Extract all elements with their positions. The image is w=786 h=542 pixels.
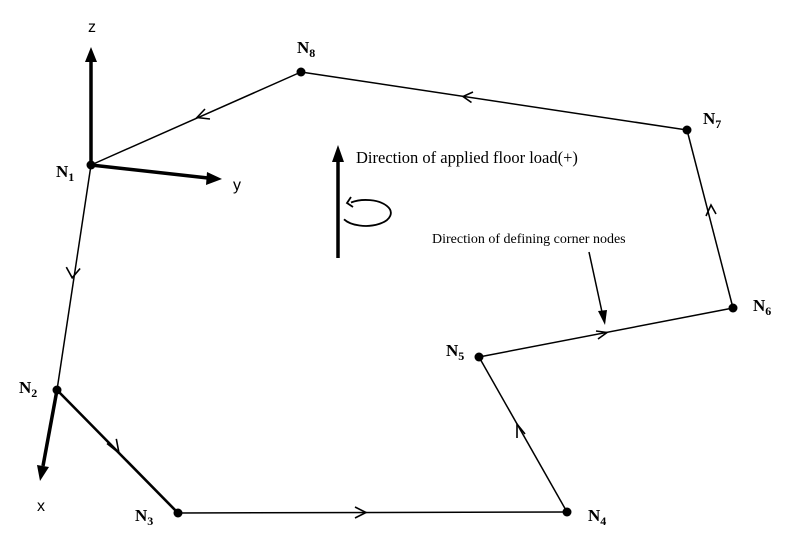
axis-y [90,163,222,185]
axis-x [37,389,59,481]
axis-y-shaft [90,163,209,180]
node-label-n1-sub: 1 [68,170,74,184]
node-label-n7-letter: N [703,109,716,128]
node-label-n1: N1 [56,162,74,184]
edge-n3-n4 [177,511,568,514]
axis-x-shaft [41,389,59,467]
callout-arrowhead [598,310,607,325]
node-dot-n4 [562,507,572,517]
node-dot-n6 [728,303,738,313]
arrowhead-n8-n1 [195,108,211,120]
node-label-n8-letter: N [297,38,310,57]
node-label-n3-letter: N [135,506,148,525]
arrowhead-n3-n4 [354,506,368,519]
polygon-edges [56,71,734,514]
node-dots [52,67,738,518]
node-label-n2: N2 [19,378,37,400]
edge-n4-n5 [478,356,568,513]
rotation-arc [343,199,392,227]
node-label-n4-sub: 4 [600,514,606,528]
node-dot-n3 [173,508,183,518]
node-labels: N1 N2 N3 N4 N5 N6 N7 N8 [19,38,771,528]
edge-n8-n1 [90,71,302,166]
corner-nodes-label: Direction of defining corner nodes [432,232,626,247]
arrowhead-n6-n7 [705,203,717,217]
direction-arrowheads [65,91,717,519]
node-label-n4-letter: N [588,506,601,525]
floor-load-arrow [332,145,344,258]
node-label-n2-sub: 2 [31,386,37,400]
node-label-n4: N4 [588,506,606,528]
node-label-n6-sub: 6 [765,304,771,318]
arrowhead-n2-n3 [106,438,121,455]
rotation-icon [343,196,392,227]
axis-y-arrowhead [206,172,222,185]
edge-n7-n8 [300,71,688,131]
node-label-n7-sub: 7 [715,117,721,131]
node-label-n2-letter: N [19,378,32,397]
arrowhead-n5-n6 [595,330,610,340]
arrowhead-n4-n5 [516,421,526,438]
node-label-n3-sub: 3 [147,514,153,528]
node-label-n7: N7 [703,109,721,131]
node-label-n5-sub: 5 [458,349,464,363]
edge-n1-n2 [56,164,92,391]
node-dot-n2 [52,385,62,395]
edge-n6-n7 [686,129,734,309]
node-label-n8-sub: 8 [309,46,315,60]
node-dot-n7 [682,125,692,135]
node-label-n5: N5 [446,341,464,363]
node-dot-n8 [296,67,306,77]
axis-z-arrowhead [85,47,97,62]
node-dot-n5 [474,352,484,362]
node-dot-n1 [86,160,96,170]
node-label-n6-letter: N [753,296,766,315]
floor-load-arrowhead [332,145,344,162]
node-label-n6: N6 [753,296,771,318]
floor-load-label: Direction of applied floor load(+) [356,148,578,167]
rotation-arrowhead [345,196,354,208]
node-label-n5-letter: N [446,341,459,360]
axis-y-label: y [233,177,241,194]
arrowhead-n7-n8 [461,91,474,104]
node-label-n1-letter: N [56,162,69,181]
axis-z-label: z [88,19,96,36]
callout-leader-line [588,251,603,313]
axis-z [85,47,97,165]
axis-x-arrowhead [37,465,49,481]
node-label-n8: N8 [297,38,315,60]
axis-x-label: x [37,498,45,515]
node-label-n3: N3 [135,506,153,528]
arrowhead-n1-n2 [65,266,81,280]
